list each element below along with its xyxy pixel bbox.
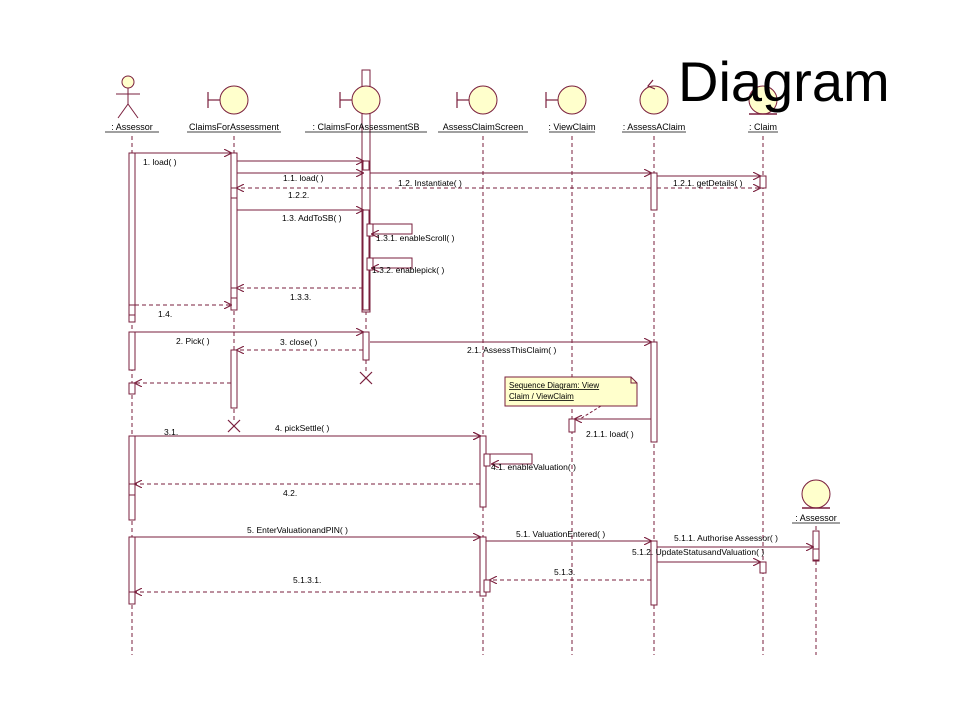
activation-bar bbox=[362, 160, 370, 171]
participant-label: AssessClaimScreen bbox=[443, 122, 524, 132]
message-label: 3. close( ) bbox=[280, 337, 317, 347]
message-label: 5.1.2. UpdateStatusandValuation( ) bbox=[632, 547, 764, 557]
message-label: 3.1. bbox=[164, 427, 178, 437]
message-label: 5.1.3. bbox=[554, 567, 575, 577]
message-label: 4. pickSettle( ) bbox=[275, 423, 329, 433]
message-label: 1.3.3. bbox=[290, 292, 311, 302]
participant-label: : Assessor bbox=[795, 513, 837, 523]
destroy-x-icon bbox=[227, 419, 241, 433]
activation-bar bbox=[759, 561, 767, 574]
activation-bar bbox=[230, 152, 238, 311]
note-text-line2: Claim / ViewClaim bbox=[509, 392, 574, 401]
boundary-icon bbox=[545, 85, 587, 115]
activation-bar bbox=[650, 172, 658, 211]
activation-bar bbox=[230, 287, 238, 299]
participant-label: : ClaimsForAssessmentSB bbox=[312, 122, 419, 132]
activation-bar bbox=[650, 341, 658, 443]
activation-bar bbox=[362, 331, 370, 361]
participant-label: : Claim bbox=[749, 122, 777, 132]
activation-bar bbox=[479, 536, 487, 597]
activation-bar bbox=[230, 349, 238, 409]
activation-bar bbox=[568, 418, 576, 433]
activation-bar bbox=[230, 187, 238, 199]
boundary-icon bbox=[207, 85, 249, 115]
actor-icon bbox=[116, 75, 140, 119]
message-label: 2.1. AssessThisClaim( ) bbox=[467, 345, 556, 355]
message-label: 1.2. Instantiate( ) bbox=[398, 178, 462, 188]
entity-icon bbox=[748, 85, 778, 115]
activation-bar bbox=[759, 175, 767, 189]
activation-bar bbox=[128, 382, 136, 395]
self-message-arrow bbox=[370, 223, 413, 234]
note-connector bbox=[579, 405, 602, 420]
boundary-icon bbox=[456, 85, 498, 115]
destroy-x-icon bbox=[359, 371, 373, 385]
message-label: 1.3.1. enableScroll( ) bbox=[376, 233, 455, 243]
message-label: 5.1. ValuationEntered( ) bbox=[516, 529, 605, 539]
participant-label: : Assessor bbox=[111, 122, 153, 132]
self-message-arrow bbox=[490, 453, 533, 464]
activation-bar bbox=[650, 540, 658, 606]
entity-icon bbox=[801, 479, 831, 509]
activation-bar bbox=[483, 579, 491, 593]
page-title: Diagram bbox=[678, 50, 890, 113]
message-label: 1.3. AddToSB( ) bbox=[282, 213, 342, 223]
message-label: 4.1. enableValuation( ) bbox=[491, 462, 576, 472]
message-label: 2.1.1. load( ) bbox=[586, 429, 634, 439]
participant-label: ClaimsForAssessment bbox=[189, 122, 280, 132]
activation-bars bbox=[128, 69, 820, 606]
message-label: 5. EnterValuationandPIN( ) bbox=[247, 525, 348, 535]
message-label: 2. Pick( ) bbox=[176, 336, 210, 346]
activation-bar bbox=[128, 435, 136, 521]
message-label: 4.2. bbox=[283, 488, 297, 498]
message-label: 1.2.1. getDetails( ) bbox=[673, 178, 743, 188]
activation-bar bbox=[128, 152, 136, 323]
destroy-markers bbox=[227, 371, 373, 433]
messages: 1. load( ) 1.1. load( ) 1.2. Instantiate( … bbox=[135, 153, 813, 592]
message-label: 1.2.2. bbox=[288, 190, 309, 200]
message-label: 1. load( ) bbox=[143, 157, 177, 167]
message-label: 1.3.2. enablepick( ) bbox=[372, 265, 444, 275]
message-label: 1.4. bbox=[158, 309, 172, 319]
activation-bar bbox=[128, 331, 136, 371]
control-icon bbox=[639, 79, 669, 115]
activation-bar bbox=[812, 548, 820, 561]
activation-bar bbox=[128, 483, 136, 496]
note-box bbox=[504, 376, 638, 407]
self-message-arrow bbox=[370, 257, 413, 268]
note-text-line1: Sequence Diagram: View bbox=[509, 381, 599, 390]
activation-bar bbox=[483, 453, 491, 467]
note-fold bbox=[630, 377, 637, 384]
participant-label: : ViewClaim bbox=[548, 122, 595, 132]
activation-bar bbox=[361, 69, 371, 313]
message-label: 5.1.1. Authorise Assessor( ) bbox=[674, 533, 778, 543]
activation-bar bbox=[128, 304, 136, 316]
activation-bar bbox=[479, 435, 487, 508]
message-label: 5.1.3.1. bbox=[293, 575, 321, 585]
participant-heads: : Assessor ClaimsForAssessment : ClaimsFor… bbox=[105, 75, 840, 524]
diagram-note: Sequence Diagram: ViewClaim / ViewClaim bbox=[504, 376, 638, 407]
activation-bar bbox=[128, 591, 136, 605]
boundary-icon bbox=[339, 85, 381, 115]
message-label: 1.1. load( ) bbox=[283, 173, 324, 183]
participant-label: : AssessAClaim bbox=[623, 122, 686, 132]
